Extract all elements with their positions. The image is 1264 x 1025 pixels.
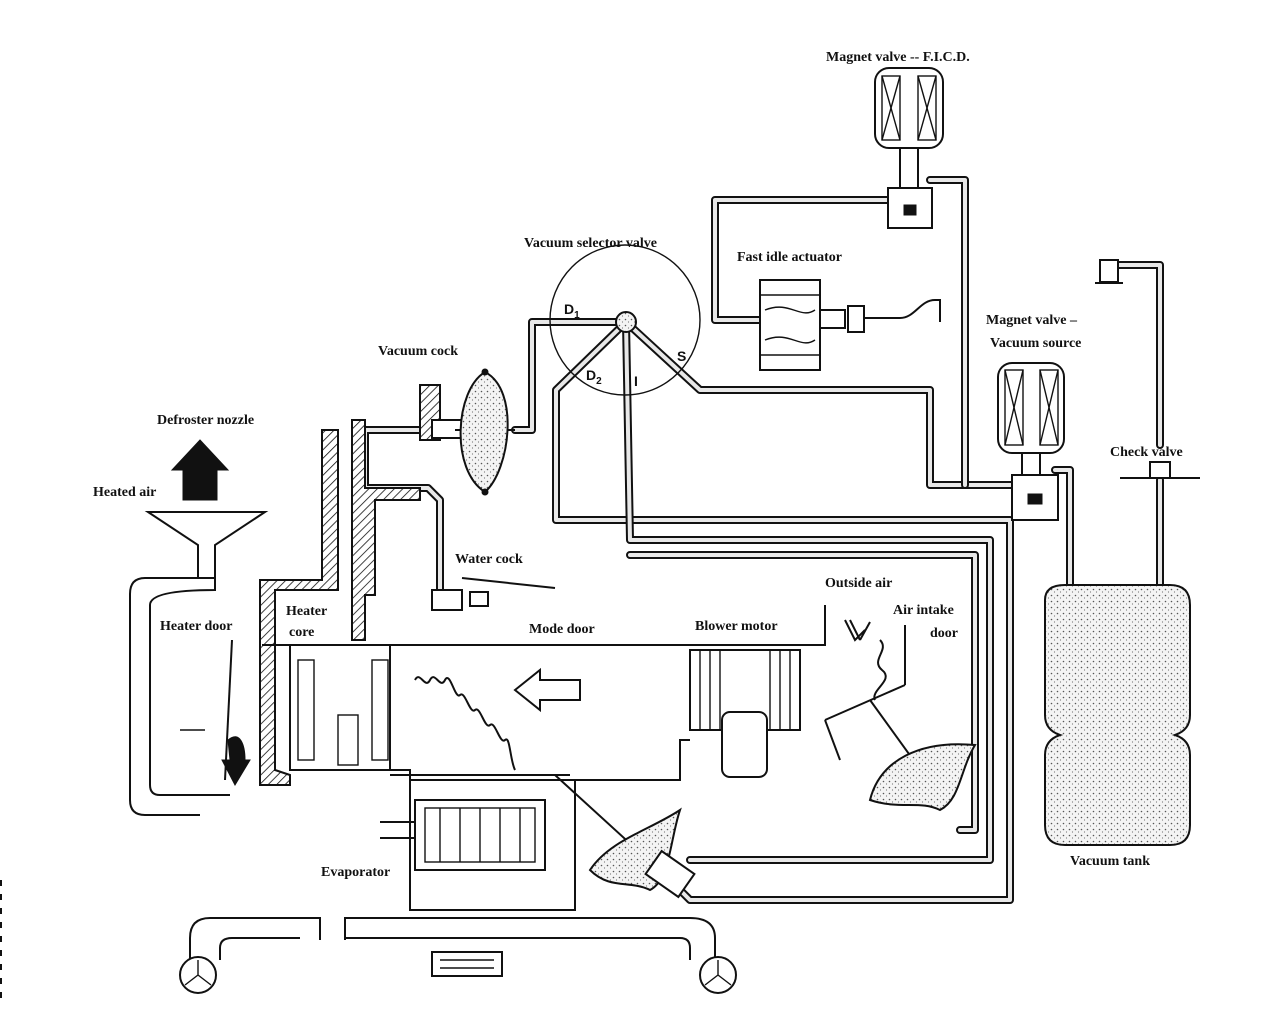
label-vacuum-cock: Vacuum cock — [378, 344, 458, 359]
port-i-label: I — [634, 373, 638, 389]
mode-door — [414, 667, 581, 771]
label-heater-core-2: core — [289, 625, 314, 640]
label-water-cock: Water cock — [455, 552, 523, 567]
water-cock — [431, 577, 556, 611]
label-outside-air: Outside air — [825, 576, 892, 591]
label-air-intake-door-2: door — [930, 626, 958, 641]
port-d2-label: D2 — [586, 367, 602, 387]
magnet-valve-ficd — [874, 67, 944, 229]
label-air-intake-door-1: Air intake — [893, 603, 954, 618]
magnet-valve-vacuum-source — [997, 362, 1065, 521]
port-d1-label: D1 — [564, 301, 580, 321]
evaporator — [380, 780, 576, 911]
label-magnet-valve-ficd: Magnet valve -- F.I.C.D. — [826, 50, 970, 65]
air-box — [262, 605, 826, 781]
label-heater-door: Heater door — [160, 619, 232, 634]
vacuum-tank — [1044, 584, 1191, 846]
label-vacuum-selector-valve: Vacuum selector valve — [524, 236, 657, 251]
heater-core — [289, 644, 391, 771]
label-check-valve: Check valve — [1110, 445, 1183, 460]
heated-air-arrow — [170, 439, 230, 501]
fast-idle-actuator — [759, 279, 941, 371]
label-evaporator: Evaporator — [321, 865, 390, 880]
heater-door — [180, 639, 251, 787]
vacuum-cock — [419, 368, 515, 496]
label-heated-air: Heated air — [93, 485, 156, 500]
selector-hub — [615, 311, 637, 333]
port-s-label: S — [677, 348, 686, 364]
label-heater-core-1: Heater — [286, 604, 327, 619]
label-vacuum-tank: Vacuum tank — [1070, 854, 1150, 869]
labels: Magnet valve -- F.I.C.D. Vacuum selector… — [93, 50, 1183, 880]
center-vent-icon — [431, 951, 503, 977]
defroster-nozzle — [144, 439, 269, 579]
lower-actuator — [554, 774, 696, 899]
label-blower-motor: Blower motor — [695, 619, 778, 634]
label-mode-door: Mode door — [529, 622, 595, 637]
blower-motor — [689, 649, 801, 778]
outside-air-arrow-icon — [849, 619, 871, 641]
heater-wall — [259, 419, 421, 786]
heater-duct — [129, 577, 230, 816]
label-magnet-valve-vacuum-source-2: Vacuum source — [990, 336, 1081, 351]
check-valve — [1095, 259, 1200, 479]
air-intake-door — [824, 619, 977, 812]
vacuum-selector-valve: D1 D2 I S — [549, 244, 701, 396]
floor-duct — [179, 917, 737, 994]
label-defroster-nozzle: Defroster nozzle — [157, 413, 254, 428]
label-magnet-valve-vacuum-source-1: Magnet valve – — [986, 313, 1078, 328]
vacuum-hoses — [361, 176, 1164, 904]
label-fast-idle-actuator: Fast idle actuator — [737, 250, 842, 265]
